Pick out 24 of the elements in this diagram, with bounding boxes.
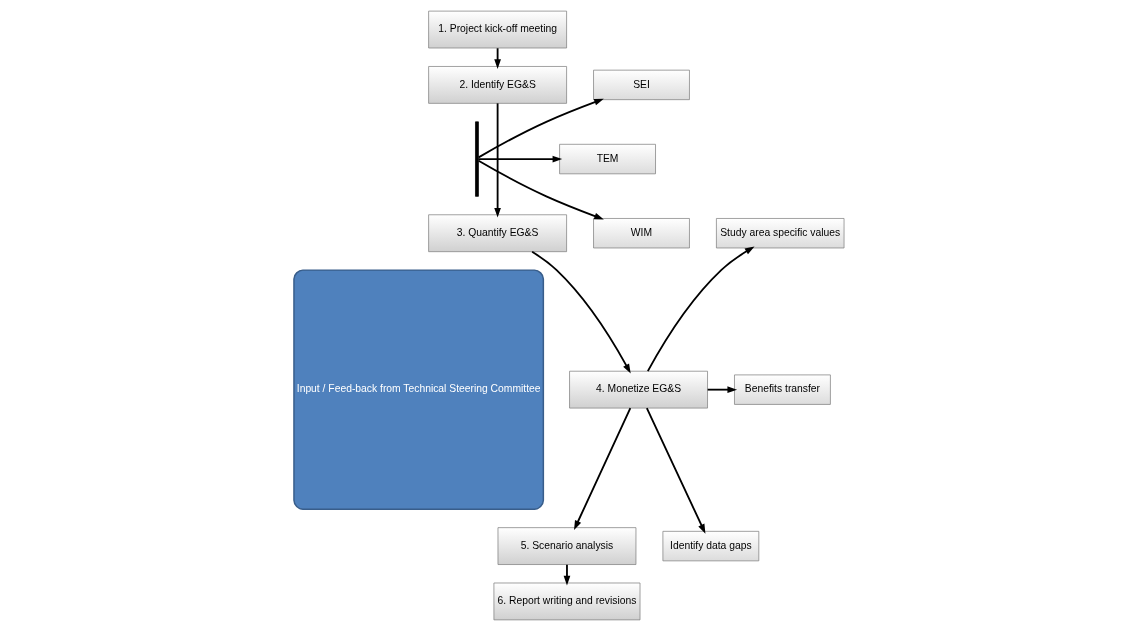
node-box: Identify data gaps (662, 530, 760, 562)
node-box: TEM (559, 143, 656, 175)
arrow (477, 98, 604, 159)
node-box: WIM (593, 218, 690, 249)
node-box: 6. Report writing and revisions (493, 582, 641, 621)
arrow (477, 155, 563, 163)
arrow (645, 407, 706, 534)
arrow (563, 563, 571, 586)
node-box: Input / Feed-back from Technical Steering Committee (293, 269, 545, 510)
node-box: 5. Scenario analysis (497, 527, 637, 565)
arrow (574, 407, 632, 531)
node-box: Benefits transfer (734, 374, 831, 405)
arrow (494, 47, 501, 69)
node-box: 4. Monetize EG&S (569, 370, 708, 409)
arrow (646, 246, 755, 373)
node-box: 3. Quantify EG&S (428, 214, 567, 253)
node-box: 2. Identify EG&S (428, 66, 567, 104)
node-box: SEI (593, 69, 690, 101)
arrow (477, 159, 604, 220)
node-box: 1. Project kick-off meeting (428, 10, 567, 49)
arrow (494, 102, 501, 218)
node-bracket (475, 121, 479, 197)
node-box: Study area specific values (716, 218, 845, 249)
arrow (706, 386, 738, 393)
